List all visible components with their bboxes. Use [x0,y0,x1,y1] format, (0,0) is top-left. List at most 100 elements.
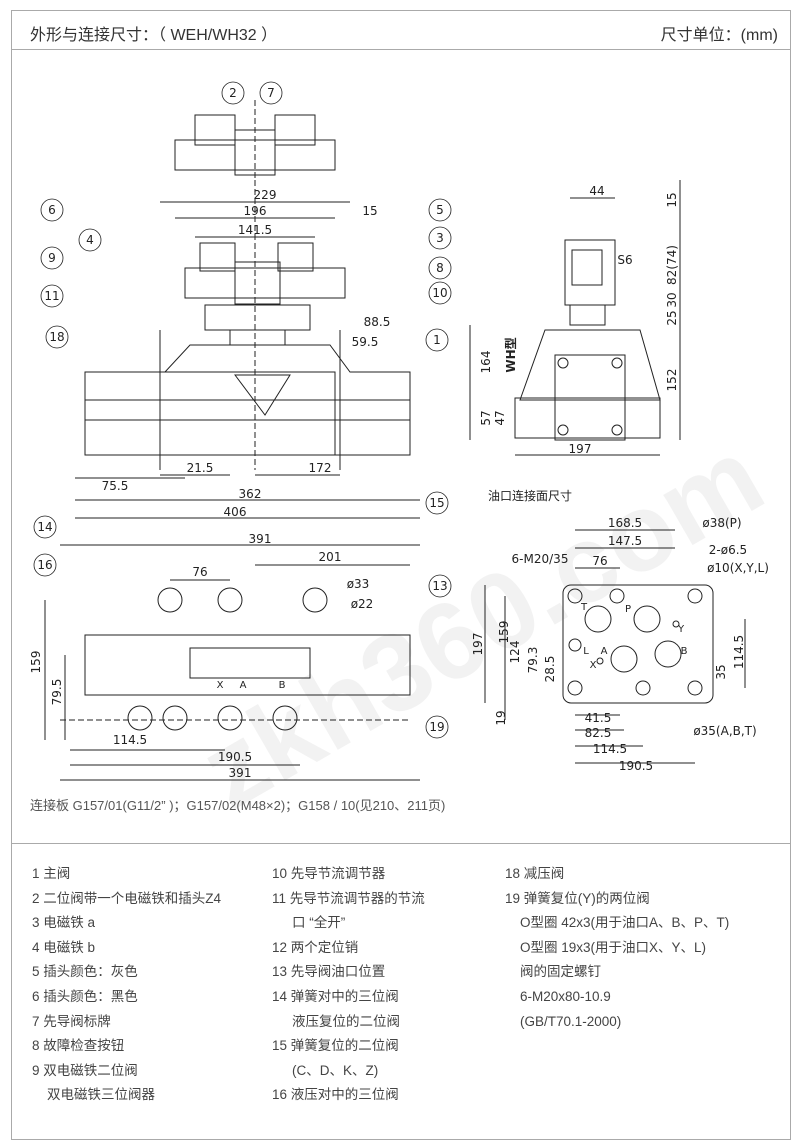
dim-15: 15 [362,204,377,218]
legend-item: 5 插头颜色：灰色 [32,964,138,980]
pf-114-5: 114.5 [593,742,627,756]
legend-item: 4 电磁铁 b [32,939,96,955]
legend-column-1: 1 主阀 2 二位阀带一个电磁铁和插头Z4 3 电磁铁 a 4 电磁铁 b 5 … [32,862,221,1108]
dim-172: 172 [309,461,332,475]
dim-196: 196 [244,204,267,218]
legend-item: 7 先导阀标牌 [32,1013,111,1029]
dim-76: 76 [192,565,207,579]
label-wh-type: WH型 [503,337,518,372]
pf-147-5: 147.5 [608,534,642,548]
dim-25: 25 [665,310,679,325]
callout-2: 2 [229,86,237,100]
dim-197: 197 [569,442,592,456]
dim-190-5: 190.5 [218,750,252,764]
pf-28-5: 28.5 [543,656,557,683]
legend-item: 阀的固定螺钉 [520,964,601,980]
dim-391-bottom: 391 [229,766,252,780]
callout-19: 19 [429,720,444,734]
pf-dia10-xyl: ø10(X,Y,L) [707,561,769,575]
pf-114-5-v: 114.5 [732,635,746,669]
dim-152: 152 [665,369,679,392]
dim-75-5: 75.5 [102,479,129,493]
callout-1: 1 [433,333,441,347]
pf-82-5: 82.5 [585,726,612,740]
dim-141-5: 141.5 [238,223,272,237]
dim-44: 44 [589,184,604,198]
pf-168-5: 168.5 [608,516,642,530]
divider [12,843,790,844]
dim-88-5: 88.5 [364,315,391,329]
dim-dia-33: ø33 [347,577,370,591]
pf-port-x: X [590,660,597,671]
legend-column-3: 18 减压阀 19 弹簧复位(Y)的两位阀 O型圈 42x3(用于油口A、B、P… [505,862,729,1034]
legend-item: (C、D、K、Z) [292,1062,379,1078]
legend-item: 双电磁铁三位阀器 [47,1087,155,1103]
dim-362: 362 [239,487,262,501]
legend-item: O型圈 42x3(用于油口A、B、P、T) [520,915,730,931]
port-a: A [240,680,247,691]
legend-item: 9 双电磁铁二位阀 [32,1062,138,1078]
legend-item: 14 弹簧对中的三位阀 [272,988,399,1004]
pf-port-p: P [625,604,631,615]
legend-item: 13 先导阀油口位置 [272,964,386,980]
legend-item: 口 “全开” [292,915,346,931]
pf-port-y: Y [677,624,685,635]
callout-7: 7 [267,86,275,100]
dim-201: 201 [319,550,342,564]
legend-column-2: 10 先导节流调节器 11 先导节流调节器的节流 口 “全开” 12 两个定位销… [272,862,425,1108]
legend-item: (GB/T70.1-2000) [520,1013,622,1029]
pf-m20: 6-M20/35 [512,552,569,566]
callout-14: 14 [37,520,52,534]
callout-13: 13 [432,579,447,593]
callout-9: 9 [48,251,56,265]
document-frame: 外形与连接尺寸：（ WEH/WH32 ） 尺寸单位：(mm) [11,10,791,1140]
legend-item: 3 电磁铁 a [32,915,96,931]
pf-port-a: A [601,646,608,657]
legend-item: 18 减压阀 [505,866,565,881]
legend-item: 15 弹簧复位的二位阀 [272,1038,399,1054]
port-b: B [279,680,286,691]
dim-164: 164 [479,351,493,374]
legend-item: 6-M20x80-10.9 [520,988,611,1004]
dim-dia-22: ø22 [351,597,374,611]
pf-2-dia6-5: 2-ø6.5 [709,543,747,557]
callout-15: 15 [429,496,444,510]
dim-21-5: 21.5 [187,461,214,475]
pf-port-b: B [681,646,688,657]
callout-8: 8 [436,261,444,275]
callout-16: 16 [37,558,52,572]
callout-3: 3 [436,231,444,245]
port-face-view [484,529,746,764]
dim-59-5: 59.5 [352,335,379,349]
pf-dia38-p: ø38(P) [702,516,741,530]
callout-10: 10 [432,286,447,300]
pf-197: 197 [471,633,485,656]
pf-port-t: T [580,602,588,613]
pf-79-3: 79.3 [526,647,540,674]
port-x: X [217,680,224,691]
pf-159: 159 [497,621,511,644]
bottom-view [44,564,420,781]
unit-label: 尺寸单位：(mm) [660,27,778,44]
legend-item: 19 弹簧复位(Y)的两位阀 [505,890,650,906]
legend-item: 10 先导节流调节器 [272,866,386,881]
dim-159: 159 [29,651,43,674]
callout-18: 18 [49,330,64,344]
page-title: 外形与连接尺寸：（ WEH/WH32 ） [30,27,278,44]
legend-item: 2 二位阀带一个电磁铁和插头Z4 [32,890,222,906]
legend-item: 6 插头颜色：黑色 [32,988,138,1004]
legend-item: 12 两个定位销 [272,939,359,955]
dim-57: 57 [479,410,493,425]
side-view [469,180,681,456]
dim-47: 47 [493,410,507,425]
pf-190-5: 190.5 [619,759,653,773]
legend-item: 16 液压对中的三位阀 [272,1087,399,1103]
header: 外形与连接尺寸：（ WEH/WH32 ） 尺寸单位：(mm) [12,11,790,50]
dim-30: 30 [665,292,679,307]
dim-15-side: 15 [665,192,679,207]
dim-114-5: 114.5 [113,733,147,747]
dim-391: 391 [249,532,272,546]
legend-item: 8 故障检查按钮 [32,1038,125,1054]
front-view [60,180,420,546]
